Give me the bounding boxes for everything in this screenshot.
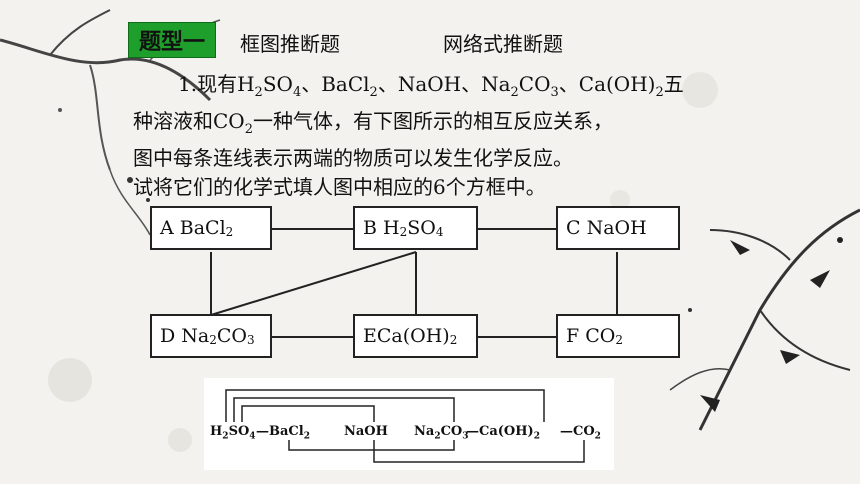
scan-co2: —CO2: [560, 424, 601, 442]
answer-scan-lines: [225, 389, 585, 463]
problem-line-4: 试将它们的化学式填人图中相应的6个方框中。: [133, 175, 546, 199]
box-e-caoh2: ECa(OH)2: [353, 314, 478, 358]
problem-line-1: 1.现有H2SO4、BaCl2、NaOH、Na2CO3、Ca(OH)2五: [178, 72, 684, 100]
scan-bacl2: —BaCl2: [256, 424, 310, 442]
scan-h2so4: H2SO4: [210, 424, 256, 442]
box-c-naoh: C NaOH: [556, 206, 680, 250]
right-branch-decoration: [669, 208, 860, 431]
problem-line-2: 种溶液和CO2一种气体，有下图所示的相互反应关系，: [133, 109, 613, 137]
problem-line-3: 图中每条连线表示两端的物质可以发生化学反应。: [133, 146, 573, 170]
heading-diagram-inference: 框图推断题: [240, 32, 340, 56]
scan-caoh2: —Ca(OH)2: [466, 424, 540, 442]
question-type-tag: 题型一: [128, 22, 216, 58]
scan-na2co3: Na2CO3: [414, 424, 469, 442]
heading-network-inference: 网络式推断题: [443, 32, 563, 56]
answer-scan-image: H2SO4 —BaCl2 NaOH Na2CO3 —Ca(OH)2 —CO2: [204, 378, 614, 470]
problem-text: 1.现有H2SO4、BaCl2、NaOH、Na2CO3、Ca(OH)2五 种溶液…: [133, 70, 733, 202]
scan-naoh: NaOH: [344, 424, 388, 439]
